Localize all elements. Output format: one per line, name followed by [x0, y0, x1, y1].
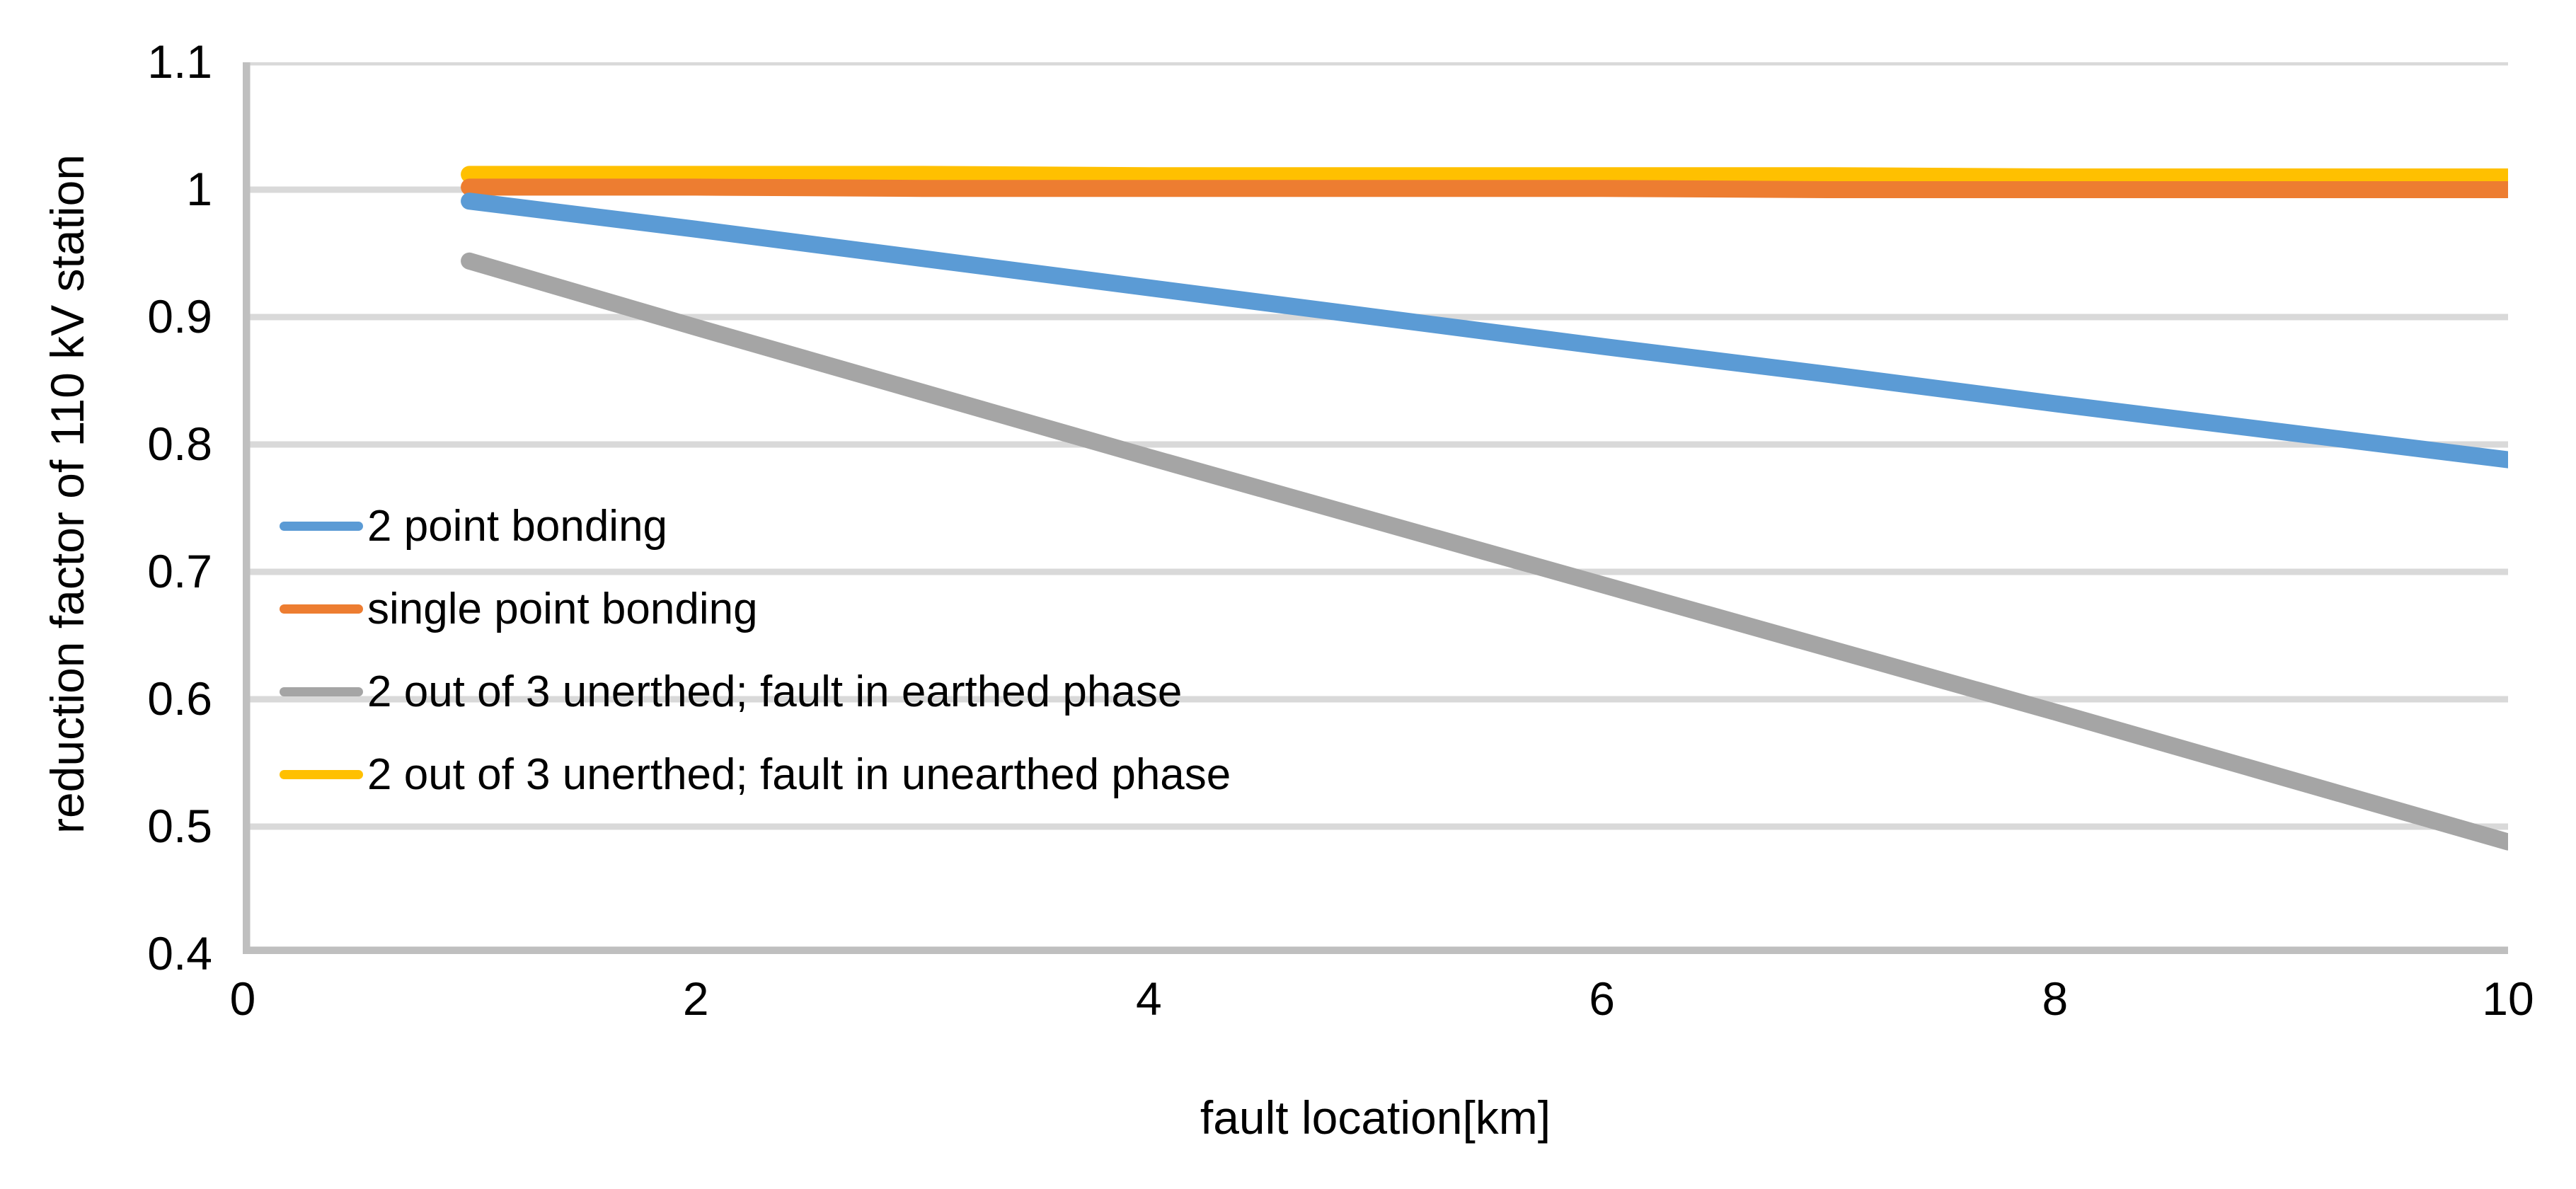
legend-color-swatch [280, 687, 363, 696]
chart-legend: 2 point bonding single point bonding 2 out… [280, 485, 1766, 816]
legend-item-label: 2 out of 3 unerthed; fault in unearthed … [367, 749, 1231, 799]
y-axis-tick-label: 0.9 [147, 290, 212, 343]
x-axis-tick-label: 8 [2042, 972, 2069, 1025]
legend-item-label: 2 point bonding [367, 501, 668, 551]
x-axis-tick-label: 6 [1589, 972, 1615, 1025]
y-axis-tick-label: 0.6 [147, 672, 212, 725]
legend-color-swatch [280, 604, 363, 614]
series-line [461, 252, 2508, 851]
x-axis-title: fault location[km] [1200, 1091, 1551, 1144]
legend-item[interactable]: 2 out of 3 unerthed; fault in earthed ph… [280, 650, 1766, 733]
plot-area [243, 62, 2508, 954]
legend-item[interactable]: single point bonding [280, 568, 1766, 650]
series-lines [461, 166, 2508, 851]
legend-item-label: 2 out of 3 unerthed; fault in earthed ph… [367, 667, 1183, 716]
y-axis-tick-label: 0.5 [147, 800, 212, 852]
y-axis-tick-label: 1.1 [147, 35, 212, 88]
series-line [461, 178, 2508, 198]
x-axis-tick-label: 2 [682, 972, 709, 1025]
series-line [461, 166, 2508, 185]
series-line [461, 193, 2508, 469]
x-axis-tick-label: 0 [229, 972, 256, 1025]
legend-item[interactable]: 2 out of 3 unerthed; fault in unearthed … [280, 733, 1766, 816]
y-axis-tick-label: 0.8 [147, 418, 212, 470]
legend-color-swatch [280, 770, 363, 779]
legend-color-swatch [280, 522, 363, 531]
axis-lines [243, 62, 2508, 954]
x-axis-tick-label: 4 [1136, 972, 1162, 1025]
plot-canvas [243, 62, 2508, 954]
y-axis-tick-label: 0.4 [147, 927, 212, 980]
y-axis-tick-label: 1 [186, 163, 212, 215]
legend-item-label: single point bonding [367, 584, 758, 633]
y-axis-tick-label: 0.7 [147, 545, 212, 597]
x-axis-tick-label: 10 [2482, 972, 2534, 1025]
legend-item[interactable]: 2 point bonding [280, 485, 1766, 568]
